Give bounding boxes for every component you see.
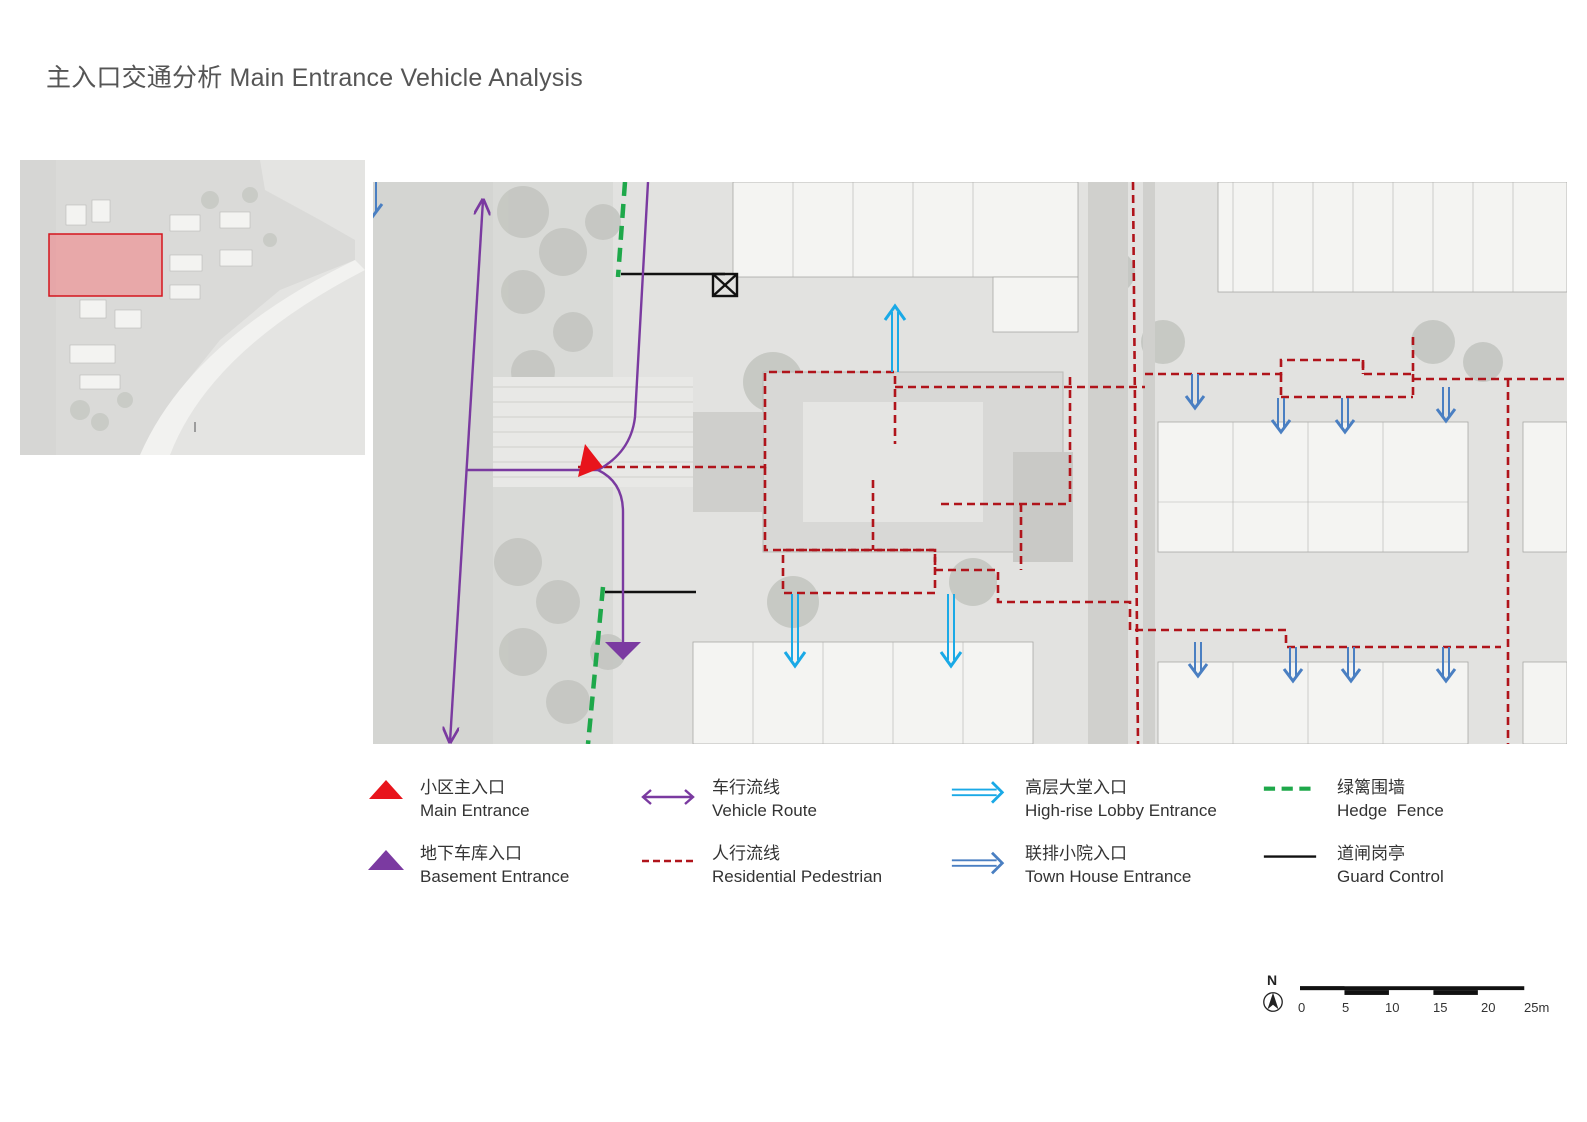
scale-tick-0: 0 [1298,1000,1306,1015]
scale-tick-5: 5 [1342,1000,1350,1015]
legend-label-en: Town House Entrance [1025,867,1192,886]
legend-residential-pedestrian: 人行流线 Residential Pedestrian [640,844,940,900]
townhouse-arrow-icon [951,851,1005,875]
double-arrow-icon [641,789,695,805]
scale-tick-15: 15 [1433,1000,1448,1015]
legend-label-cn: 人行流线 [712,844,780,863]
legend-label-cn: 联排小院入口 [1025,844,1127,863]
scale-bar: N 0 5 10 15 20 25m [1258,970,1568,1030]
legend-guard-control: 道闸岗亭 Guard Control [1262,844,1562,900]
north-label: N [1267,972,1278,988]
legend-main-entrance: 小区主入口 Main Entrance [366,778,666,834]
green-dashed-icon [1263,786,1317,791]
dashed-line-icon [642,859,696,863]
site-plan [373,182,1567,744]
legend-label-en: Vehicle Route [712,801,817,820]
purple-triangle-icon [368,850,404,870]
basement-entrance-marker [605,642,641,660]
legend-label-en: Guard Control [1337,867,1444,886]
legend-townhouse-entrance: 联排小院入口 Town House Entrance [950,844,1250,900]
legend-hedge-fence: 绿篱围墙 Hedge Fence [1262,778,1562,834]
scale-bar-graphic [1300,986,1525,995]
legend-label-cn: 高层大堂入口 [1025,778,1127,797]
legend-label-en: Hedge Fence [1337,801,1444,820]
black-line-icon [1263,855,1317,858]
north-arrow-icon [1263,992,1283,1012]
legend-label-cn: 车行流线 [712,778,780,797]
legend-lobby-entrance: 高层大堂入口 High-rise Lobby Entrance [950,778,1250,834]
scale-tick-10: 10 [1385,1000,1400,1015]
main-entrance-marker [578,444,603,477]
legend-vehicle-route: 车行流线 Vehicle Route [640,778,940,834]
legend-basement-entrance: 地下车库入口 Basement Entrance [366,844,666,900]
legend-label-cn: 道闸岗亭 [1337,844,1405,863]
legend-label-cn: 小区主入口 [420,778,505,797]
legend-label-cn: 绿篱围墙 [1337,778,1405,797]
legend-label-cn: 地下车库入口 [420,844,522,863]
legend-label-en: Main Entrance [420,801,530,820]
red-triangle-icon [369,780,403,799]
scale-tick-20: 20 [1481,1000,1496,1015]
legend-label-en: Basement Entrance [420,867,570,886]
legend-label-en: High-rise Lobby Entrance [1025,801,1217,820]
lobby-arrow-icon [951,781,1005,804]
key-map [20,160,365,455]
scale-tick-25: 25m [1524,1000,1550,1015]
page-title: 主入口交通分析 Main Entrance Vehicle Analysis [46,64,583,92]
legend-label-en: Residential Pedestrian [712,867,883,886]
site-highlight [48,233,163,297]
